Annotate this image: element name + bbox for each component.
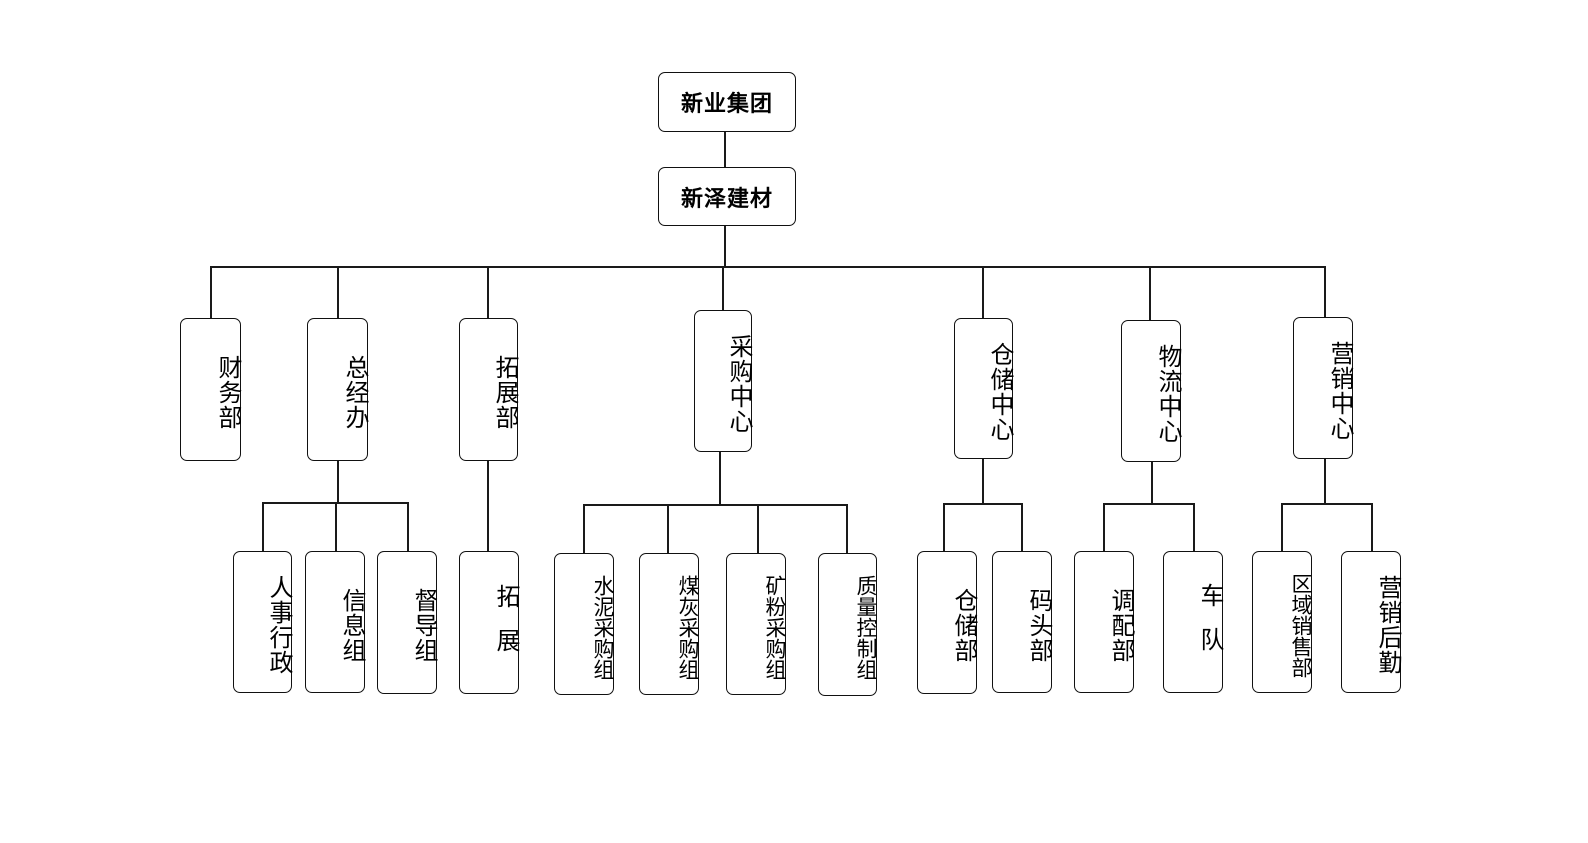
connector-expansion-down [487, 459, 489, 552]
dept-logistics-label: 物流中心 [1154, 344, 1182, 444]
root-node: 新业集团 [658, 72, 796, 132]
unit-regional-sales: 区域销售部 [1252, 551, 1313, 693]
connector-purchasing-down [719, 451, 721, 505]
unit-cement-purchasing: 水泥采购组 [554, 553, 615, 695]
unit-fleet: 车队 [1163, 551, 1224, 693]
company-node: 新泽建材 [658, 167, 796, 226]
unit-flyash-purchasing-label: 煤灰采购组 [676, 574, 700, 680]
storage-bus [943, 503, 1023, 505]
connector-gm-office [337, 266, 339, 319]
connector-finance [210, 266, 212, 319]
connector-marketing-down [1324, 458, 1326, 504]
connector-gm-office-down [337, 459, 339, 503]
unit-expansion-label: 拓展 [492, 583, 520, 672]
logistics-bus [1103, 503, 1195, 505]
connector-storage-down [982, 458, 984, 504]
connector-info [335, 502, 337, 552]
connector-company-bus [724, 225, 726, 268]
connector-dispatch [1103, 503, 1105, 552]
unit-supervision-group-label: 督导组 [410, 588, 438, 663]
dept-finance-label: 财务部 [214, 355, 242, 430]
connector-supervision [407, 502, 409, 552]
connector-marketing-support [1371, 503, 1373, 552]
connector-dock [1021, 503, 1023, 552]
unit-cement-purchasing-label: 水泥采购组 [591, 574, 615, 680]
dept-marketing-label: 营销中心 [1326, 341, 1354, 441]
unit-info-group: 信息组 [305, 551, 366, 693]
unit-dispatch: 调配部 [1074, 551, 1135, 693]
dept-finance: 财务部 [180, 318, 242, 461]
unit-dock-label: 码头部 [1025, 587, 1053, 663]
dept-storage: 仓储中心 [954, 318, 1014, 459]
dept-storage-label: 仓储中心 [986, 341, 1014, 442]
unit-regional-sales-label: 区域销售部 [1289, 572, 1313, 678]
unit-info-group-label: 信息组 [338, 587, 366, 663]
unit-fleet-label: 车队 [1196, 583, 1224, 671]
company-node-label: 新泽建材 [680, 186, 773, 212]
dept-marketing: 营销中心 [1293, 317, 1354, 459]
dept-expansion-label: 拓展部 [491, 355, 519, 430]
department-bus-line [210, 266, 1326, 268]
unit-supervision-group: 督导组 [377, 551, 438, 694]
unit-slag-purchasing-label: 矿粉采购组 [763, 574, 787, 680]
unit-warehouse: 仓储部 [917, 551, 978, 694]
unit-marketing-support-label: 营销后勤 [1374, 575, 1402, 675]
unit-dispatch-label: 调配部 [1107, 587, 1135, 663]
connector-warehouse [943, 503, 945, 552]
dept-logistics: 物流中心 [1121, 320, 1182, 462]
root-node-label: 新业集团 [680, 92, 773, 117]
unit-marketing-support: 营销后勤 [1341, 551, 1402, 693]
connector-purchasing [722, 266, 724, 311]
connector-regional-sales [1281, 503, 1283, 552]
unit-quality-control-label: 质量控制组 [854, 575, 878, 680]
connector-marketing [1324, 266, 1326, 318]
unit-expansion: 拓展 [459, 551, 520, 694]
unit-warehouse-label: 仓储部 [950, 588, 978, 663]
dept-gm-office-label: 总经办 [341, 355, 369, 430]
connector-storage [982, 266, 984, 319]
dept-purchasing-label: 采购中心 [725, 334, 753, 434]
connector-logistics-down [1151, 461, 1153, 504]
connector-root-company [724, 131, 726, 168]
unit-quality-control: 质量控制组 [818, 553, 878, 696]
dept-purchasing: 采购中心 [694, 310, 753, 452]
connector-expansion [487, 266, 489, 319]
unit-hr-admin: 人事行政 [233, 551, 293, 693]
dept-gm-office: 总经办 [307, 318, 369, 461]
unit-hr-admin-label: 人事行政 [265, 575, 293, 675]
connector-hr [262, 502, 264, 552]
connector-slag [757, 504, 759, 554]
connector-cement [583, 504, 585, 554]
connector-logistics [1149, 266, 1151, 321]
unit-slag-purchasing: 矿粉采购组 [726, 553, 787, 695]
unit-dock: 码头部 [992, 551, 1053, 693]
dept-expansion: 拓展部 [459, 318, 519, 461]
purchasing-bus [583, 504, 848, 506]
connector-flyash [667, 504, 669, 554]
unit-flyash-purchasing: 煤灰采购组 [639, 553, 700, 695]
connector-fleet [1193, 503, 1195, 552]
connector-quality [846, 504, 848, 554]
marketing-bus [1281, 503, 1373, 505]
